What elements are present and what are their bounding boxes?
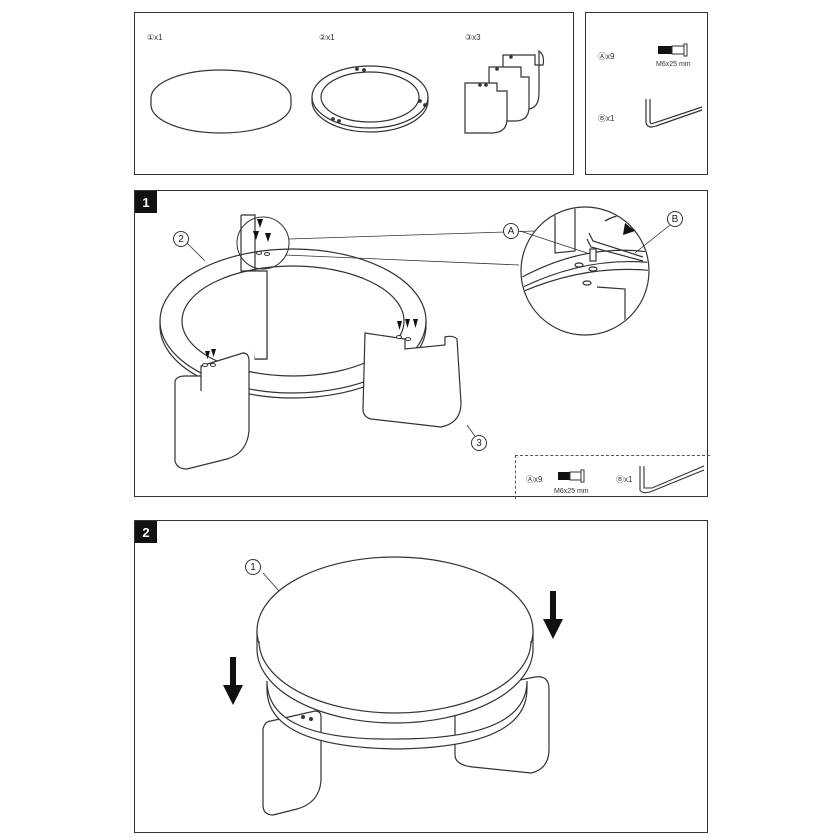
detail-zoom xyxy=(520,206,650,336)
step2-leader-1 xyxy=(262,572,280,592)
leader-A xyxy=(519,230,588,254)
part-3-label: ③x3 xyxy=(465,33,481,42)
detail-line-1 xyxy=(288,230,536,240)
step-1-panel: 1 xyxy=(134,190,710,499)
legend-b-label: Ⓑx1 xyxy=(616,475,633,484)
part-3-legs xyxy=(464,49,545,134)
step1-callout-3: 3 xyxy=(471,435,487,451)
hardware-a-label: Ⓐx9 xyxy=(598,52,615,61)
step-2-drawing xyxy=(223,556,563,816)
step2-left-leg xyxy=(262,710,322,816)
step1-callout-2: 2 xyxy=(173,231,189,247)
part-1-table-top xyxy=(150,69,292,134)
part-2-label: ②x1 xyxy=(319,33,335,42)
insertion-arrows xyxy=(205,219,418,359)
parts-panel: ①x1 ②x1 ③x3 xyxy=(134,12,574,175)
bolt-icon xyxy=(658,43,688,57)
hardware-a-size: M6x25 mm xyxy=(656,61,691,68)
hardware-drawing xyxy=(645,43,703,128)
step-1-drawing xyxy=(159,206,676,470)
part-1-label: ①x1 xyxy=(147,33,163,42)
step1-callout-b: B xyxy=(667,211,683,227)
legend-a-size: M6x25 mm xyxy=(554,488,589,495)
leader-2 xyxy=(186,242,206,262)
hardware-panel: Ⓐx9 M6x25 mm Ⓑx1 xyxy=(585,12,708,175)
down-arrow-left xyxy=(223,657,243,705)
legend-allen-key-icon xyxy=(639,465,705,494)
step-2-number: 2 xyxy=(135,521,157,543)
front-right-leg xyxy=(362,332,462,428)
parts-drawing xyxy=(150,49,545,134)
step2-callout-1: 1 xyxy=(245,559,261,575)
front-left-leg xyxy=(174,352,250,470)
leader-B xyxy=(634,220,676,254)
step1-callout-a: A xyxy=(503,223,519,239)
down-arrow-right xyxy=(543,591,563,639)
step2-ring xyxy=(266,680,528,750)
legend-drawing xyxy=(558,465,705,494)
back-leg xyxy=(240,214,268,360)
detail-circle-small xyxy=(236,216,290,270)
allen-key-icon xyxy=(645,99,703,128)
step-1-hardware-legend: Ⓐx9 M6x25 mm Ⓑx1 xyxy=(515,455,710,499)
step-1-number: 1 xyxy=(135,191,157,213)
step2-table-top xyxy=(256,556,534,724)
screw-holes xyxy=(202,251,411,367)
legend-a-label: Ⓐx9 xyxy=(526,475,543,484)
part-2-ring xyxy=(311,65,429,133)
legend-bolt-icon xyxy=(558,469,585,483)
detail-line-2 xyxy=(284,254,520,266)
step-2-panel: 2 1 xyxy=(134,520,708,833)
hardware-b-label: Ⓑx1 xyxy=(598,114,615,123)
